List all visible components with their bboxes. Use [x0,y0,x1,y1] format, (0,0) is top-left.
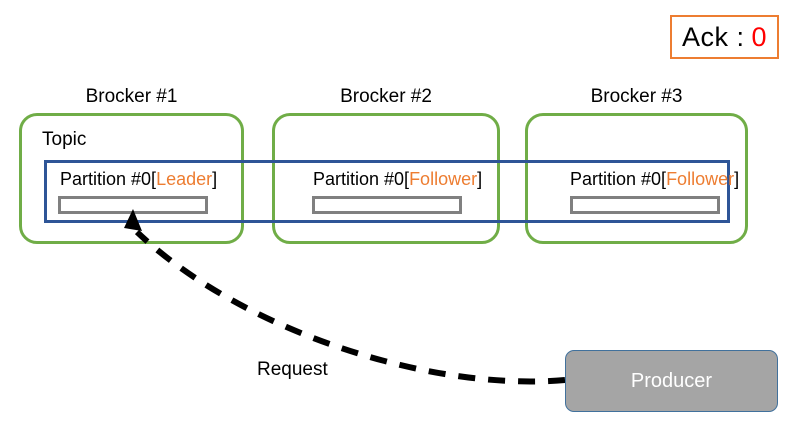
partition-label-3: Partition #0[Follower] [570,168,739,191]
partition-suffix-2: ] [477,169,483,189]
partition-role-3: Follower [666,169,735,189]
partition-role-2: Follower [409,169,478,189]
ack-value: 0 [751,21,768,52]
partition-prefix-2: Partition #0[ [313,169,410,189]
partition-log-bar-1 [58,196,208,214]
partition-log-bar-2 [312,196,462,214]
request-edge-line [134,229,566,385]
topic-label: Topic [42,129,87,150]
partition-label-2: Partition #0[Follower] [313,168,482,191]
producer-label: Producer [630,369,713,392]
partition-label-1: Partition #0[Leader] [60,168,217,191]
partition-set-outline [44,160,730,223]
broker-box-1 [19,113,244,244]
partition-role-1: Leader [156,169,213,189]
broker-label-2: Brocker #2 [340,86,432,107]
request-edge-label: Request [257,359,328,380]
partition-prefix-1: Partition #0[ [60,169,157,189]
broker-label-3: Brocker #3 [590,86,683,107]
ack-badge: Ack : 0 [670,15,779,59]
partition-suffix-3: ] [734,169,740,189]
producer-node: Producer [565,350,778,412]
broker-box-3 [525,113,748,244]
partition-prefix-3: Partition #0[ [570,169,667,189]
broker-label-1: Brocker #1 [85,86,178,107]
ack-label: Ack : [681,21,745,52]
partition-suffix-1: ] [212,169,218,189]
partition-log-bar-3 [570,196,720,214]
